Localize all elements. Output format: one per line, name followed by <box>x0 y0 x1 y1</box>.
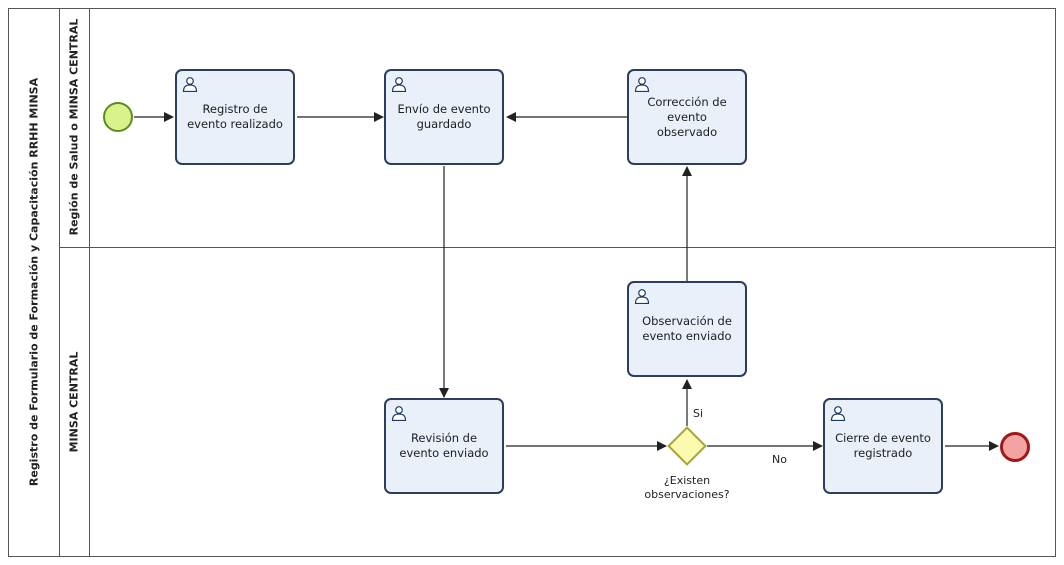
task-label: Cierre de evento registrado <box>835 431 931 460</box>
lane-header-minsa: MINSA CENTRAL <box>59 247 90 557</box>
task-label: Registro de evento realizado <box>187 102 283 131</box>
task-label: Revisión de evento enviado <box>399 431 489 460</box>
lane-divider <box>59 247 1056 248</box>
task-envio-evento[interactable]: Envío de evento guardado <box>384 69 504 165</box>
user-task-icon <box>391 406 407 421</box>
flow-label-no: No <box>772 453 787 466</box>
user-task-icon <box>182 77 198 92</box>
task-label: Corrección de evento observado <box>647 94 727 139</box>
start-event[interactable] <box>103 102 133 132</box>
end-event[interactable] <box>1000 432 1030 462</box>
task-observacion-evento[interactable]: Observación de evento enviado <box>627 281 747 377</box>
task-registro-evento[interactable]: Registro de evento realizado <box>175 69 295 165</box>
task-cierre-evento[interactable]: Cierre de evento registrado <box>823 398 943 494</box>
user-task-icon <box>634 77 650 92</box>
user-task-icon <box>391 77 407 92</box>
pool-header: Registro de Formulario de Formación y Ca… <box>8 8 60 557</box>
task-correccion-evento[interactable]: Corrección de evento observado <box>627 69 747 165</box>
user-task-icon <box>830 406 846 421</box>
lane-header-region: Región de Salud o MINSA CENTRAL <box>59 8 90 247</box>
flow-label-yes: Si <box>693 407 704 420</box>
task-label: Envío de evento guardado <box>397 102 491 131</box>
gateway-label: ¿Existen observaciones? <box>644 474 730 501</box>
task-revision-evento[interactable]: Revisión de evento enviado <box>384 398 504 494</box>
user-task-icon <box>634 289 650 304</box>
task-label: Observación de evento enviado <box>642 314 732 343</box>
